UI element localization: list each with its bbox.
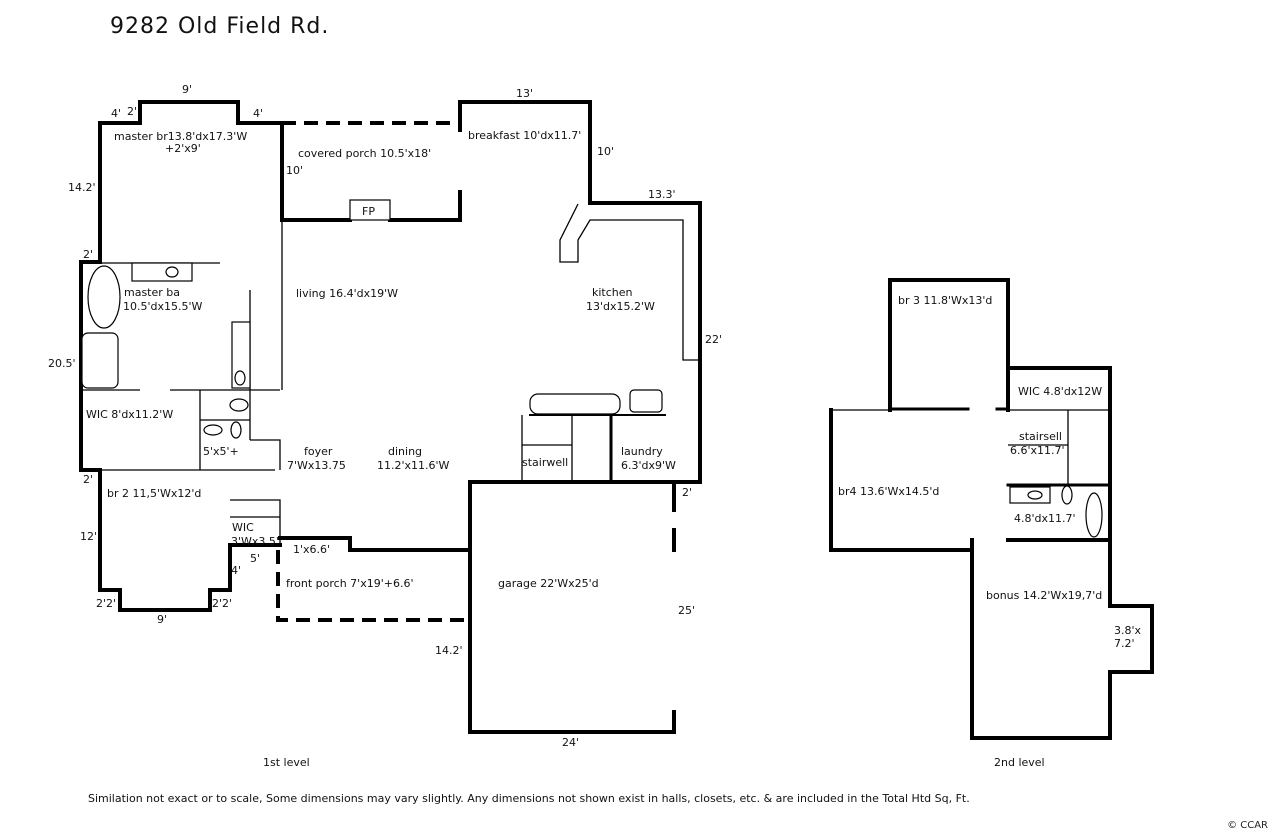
label-first-level: 1st level [263, 756, 310, 769]
wall-bonus [970, 538, 1154, 740]
label-wic-br2-size: 3'Wx3.5' [231, 535, 279, 548]
upper-tub [1085, 492, 1103, 538]
label-master-ba: master ba [124, 286, 180, 299]
dim-br2-2-2-left: 2'2' [96, 597, 116, 610]
label-second-level: 2nd level [994, 756, 1045, 769]
small-sink [203, 424, 223, 436]
label-br3: br 3 11.8'Wx13'd [898, 294, 992, 307]
wall-master-br [98, 100, 284, 264]
dim-br2-bottom-9: 9' [157, 613, 167, 626]
dim-left-2-top: 2' [83, 248, 93, 261]
upper-toilet [1061, 485, 1073, 505]
label-fireplace: FP [362, 205, 375, 218]
dim-breakfast-13: 13' [516, 87, 533, 100]
label-laundry: laundry [621, 445, 663, 458]
dim-top-4-left: 4' [111, 107, 121, 120]
small-toilet [230, 421, 242, 439]
label-dining: dining [388, 445, 422, 458]
toilet [229, 398, 249, 412]
dim-top-9: 9' [182, 83, 192, 96]
vanity-basin [234, 370, 246, 386]
dim-br2-4: 4' [231, 564, 241, 577]
kitchen-sink [629, 389, 663, 413]
label-bonus: bonus 14.2'Wx19,7'd [986, 589, 1102, 602]
label-foyer-size: 7'Wx13.75 [287, 459, 346, 472]
dim-garage-14-2: 14.2' [435, 644, 463, 657]
kitchen-counter [559, 203, 700, 361]
label-br4: br4 13.6'Wx14.5'd [838, 485, 939, 498]
label-breakfast: breakfast 10'dx11.7' [468, 129, 581, 142]
dim-breakfast-10: 10' [597, 145, 614, 158]
dim-garage-2: 2' [682, 486, 692, 499]
wall-front-porch-top [278, 536, 472, 552]
label-foyer: foyer [304, 445, 333, 458]
wall-garage [468, 480, 676, 734]
label-master-ba-size: 10.5'dx15.5'W [123, 300, 203, 313]
dim-br2-5: 5' [250, 552, 260, 565]
wall-porch-bottom [280, 190, 462, 222]
sink-basin [165, 266, 179, 278]
label-wic-br2: WIC [232, 521, 254, 534]
dim-kitchen-13-3: 13.3' [648, 188, 676, 201]
wall-upper-right [1006, 366, 1112, 542]
dim-kitchen-22: 22' [705, 333, 722, 346]
label-stairwell-upper-size: 6.6'x11.7' [1010, 444, 1065, 457]
shower [81, 332, 119, 389]
bathtub [87, 265, 121, 329]
label-master-br-extra: +2'x9' [165, 142, 201, 155]
dim-garage-24: 24' [562, 736, 579, 749]
dim-top-2-left: 2' [127, 105, 137, 118]
label-wic-master: WIC 8'dx11.2'W [86, 408, 173, 421]
wall-upper-interior [1008, 409, 1110, 486]
dim-top-4-right: 4' [253, 107, 263, 120]
label-master-br: master br13.8'dx17.3'W [114, 130, 247, 143]
label-porch-nook: 1'x6.6' [293, 543, 330, 556]
wall-br4 [829, 408, 974, 552]
label-living: living 16.4'dx19'W [296, 287, 398, 300]
dim-left-14-2: 14.2' [68, 181, 96, 194]
page-title: 9282 Old Field Rd. [110, 14, 330, 39]
label-wic-upper: WIC 4.8'dx12W [1018, 385, 1102, 398]
wall-left-br2 [98, 468, 282, 612]
label-front-porch: front porch 7'x19'+6.6' [286, 577, 413, 590]
label-covered-porch: covered porch 10.5'x18' [298, 147, 431, 160]
dim-garage-25: 25' [678, 604, 695, 617]
label-stairwell: stairwell [522, 456, 568, 469]
wall-breakfast [458, 100, 702, 484]
dim-left-12: 12' [80, 530, 97, 543]
label-kitchen: kitchen [592, 286, 633, 299]
label-bonus-nook-2: 7.2' [1114, 637, 1135, 650]
label-small-bath: 5'x5'+ [203, 445, 239, 458]
dim-porch-10: 10' [286, 164, 303, 177]
label-bonus-nook-1: 3.8'x [1114, 624, 1142, 637]
label-dining-size: 11.2'x11.6'W [377, 459, 450, 472]
disclaimer-text: Similation not exact or to scale, Some d… [88, 792, 970, 805]
second-level-plan [829, 278, 1154, 740]
dim-left-2-bottom: 2' [83, 473, 93, 486]
wall-stairwell [521, 415, 573, 482]
label-stairwell-upper: stairsell [1019, 430, 1062, 443]
label-garage: garage 22'Wx25'd [498, 577, 599, 590]
wall-br2-wic [230, 499, 281, 545]
vanity [231, 321, 251, 389]
label-kitchen-size: 13'dx15.2'W [586, 300, 655, 313]
copyright-mark: © CCAR [1227, 820, 1268, 831]
upper-sink-basin [1027, 490, 1043, 500]
sink [131, 262, 193, 282]
label-br2: br 2 11,5'Wx12'd [107, 487, 201, 500]
wall-br3 [888, 278, 1010, 412]
first-level-plan [79, 100, 702, 734]
label-laundry-size: 6.3'dx9'W [621, 459, 676, 472]
dim-left-20-5: 20.5' [48, 357, 76, 370]
dim-br2-2-2-right: 2'2' [212, 597, 232, 610]
label-upper-bath: 4.8'dx11.7' [1014, 512, 1076, 525]
fireplace [349, 199, 391, 221]
front-porch-dashed-edge [276, 550, 470, 622]
kitchen-island [529, 393, 621, 415]
